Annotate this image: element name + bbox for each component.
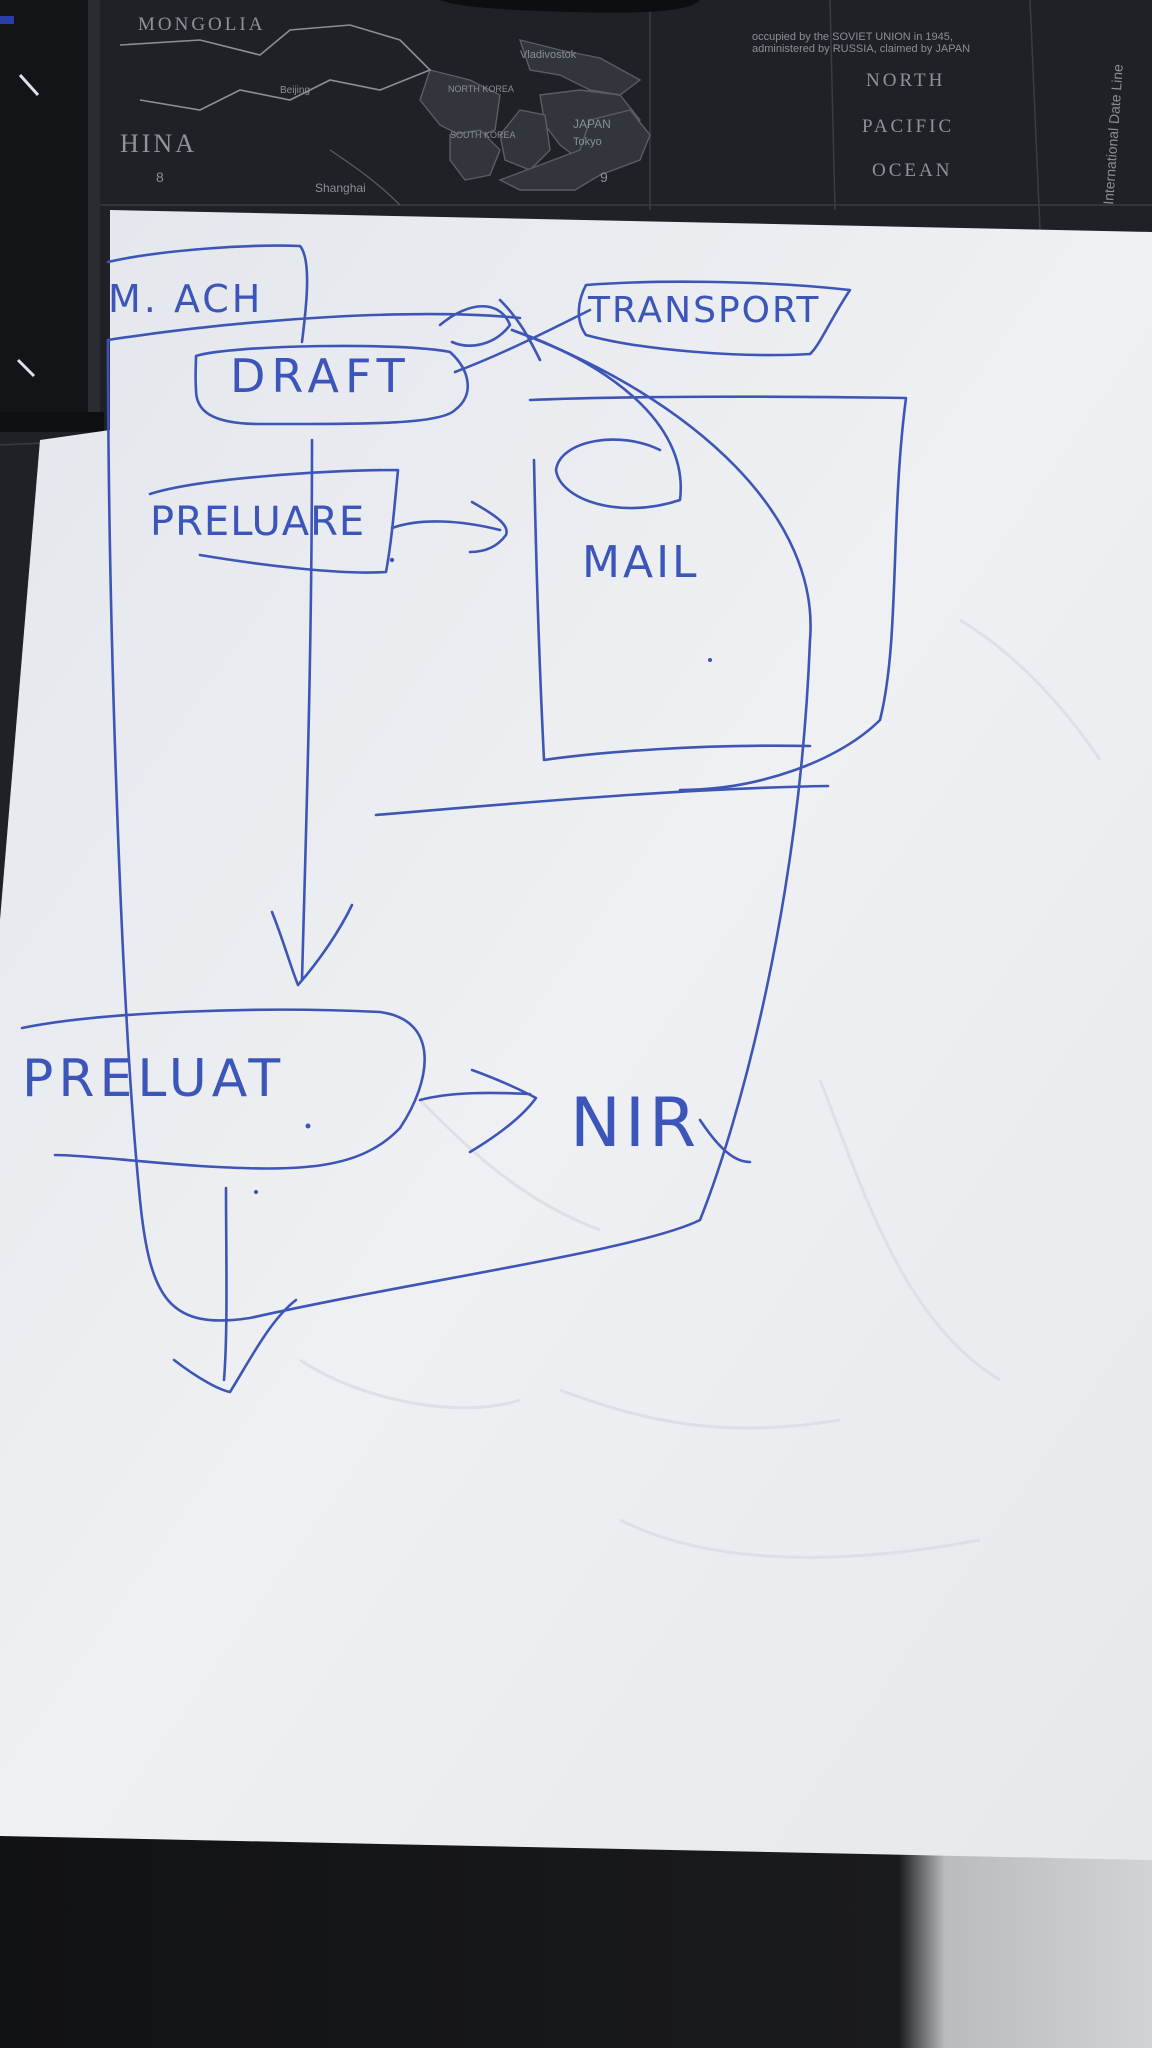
map-label-pacific: PACIFIC <box>862 116 954 137</box>
map-coastlines <box>419 39 651 191</box>
paper-sheet <box>0 210 1152 1860</box>
map-grid <box>0 0 1152 446</box>
connector-scribble <box>438 298 592 374</box>
node-nir-label: NIR <box>570 1084 700 1163</box>
map-label-vladivostok: Vladivostok <box>520 49 577 61</box>
arrow-preluat-down <box>172 1186 298 1394</box>
box-draft-outline <box>194 344 470 426</box>
laptop-edge-left <box>0 0 100 432</box>
map-label-north-korea: NORTH KOREA <box>448 84 514 94</box>
dark-object-top <box>440 0 700 13</box>
map-label-grid-8: 8 <box>156 169 164 185</box>
arrow-preluat-to-nir <box>418 1068 538 1154</box>
map-label-north: NORTH <box>866 70 945 91</box>
node-mail-label: MAIL <box>582 537 700 588</box>
box-m-ach-outline <box>106 244 309 344</box>
node-preluare-label: PRELUARE <box>150 499 365 545</box>
box-mail-outer-frame <box>528 395 908 792</box>
box-preluat-outline <box>20 1008 426 1170</box>
box-mail-outline <box>532 458 812 762</box>
connector-outer-loop <box>106 328 812 1322</box>
paper-creases <box>299 618 1102 1559</box>
map-label-ocean: OCEAN <box>872 160 952 181</box>
map-label-japan: JAPAN <box>573 117 611 131</box>
map-label-tokyo: Tokyo <box>573 136 602 148</box>
map-label-grid-9: 9 <box>600 169 608 185</box>
connector-loop-to-mail <box>510 328 683 510</box>
box-transport-outline <box>577 280 852 357</box>
node-draft-label: DRAFT <box>230 349 411 403</box>
map-river-line <box>329 149 401 206</box>
line-under-mail <box>374 784 830 817</box>
floor-bottom <box>0 1830 1152 2048</box>
laptop-blue-indicator <box>0 16 14 24</box>
laptop-key-glint-2 <box>16 358 36 378</box>
map-label-mongolia: MONGOLIA <box>138 14 265 35</box>
node-transport-label: TRANSPORT <box>587 290 820 331</box>
box-preluare-outline <box>148 468 400 574</box>
laptop-corner <box>0 412 104 432</box>
map-border-line <box>119 24 432 111</box>
map-label-beijing: Beijing <box>280 85 310 96</box>
arrow-draft-to-preluat <box>270 438 354 987</box>
laptop-edge-highlight <box>88 0 100 432</box>
map-label-shanghai: Shanghai <box>315 181 366 195</box>
pen-dots <box>254 557 712 1194</box>
node-preluat-label: PRELUAT <box>22 1049 285 1109</box>
map-label-south-korea: SOUTH KOREA <box>450 130 516 140</box>
top-connector-line <box>106 312 522 342</box>
nir-tail-stroke <box>698 1118 752 1164</box>
map-label-occupied-note-1: occupied by the SOVIET UNION in 1945, <box>752 31 953 43</box>
map-label-china: HINA <box>120 129 197 158</box>
node-m-ach-label: M. ACH <box>108 277 263 321</box>
map-label-occupied-note-2: administered by RUSSIA, claimed by JAPAN <box>752 43 970 55</box>
laptop-key-glint-1 <box>18 73 40 97</box>
arrow-preluare-to-mail <box>390 500 508 554</box>
